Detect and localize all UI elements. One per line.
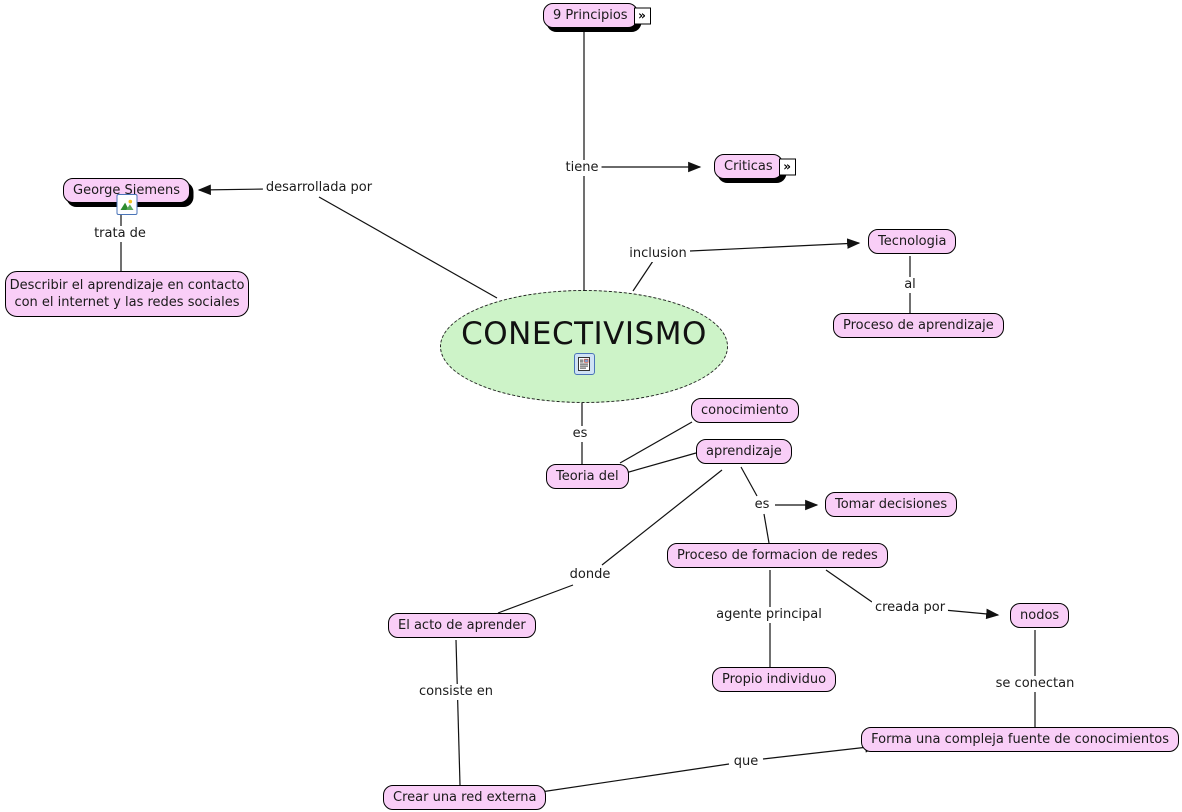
concept-label: Describir el aprendizaje en contacto con… xyxy=(9,278,245,310)
link-label-tiene[interactable]: tiene xyxy=(562,160,602,176)
expand-glyph: » xyxy=(638,8,646,22)
concept-label: El acto de aprender xyxy=(398,618,526,633)
concept-criticas[interactable]: Criticas » xyxy=(714,154,796,179)
link-label-agente-principal[interactable]: agente principal xyxy=(713,607,825,623)
link-label-consiste-en[interactable]: consiste en xyxy=(416,684,496,700)
link-label-es-teoria[interactable]: es xyxy=(569,426,591,442)
link-label-que[interactable]: que xyxy=(730,754,762,770)
document-resource-icon[interactable] xyxy=(573,353,595,375)
link-label-creada-por[interactable]: creada por xyxy=(871,600,949,616)
expand-glyph: » xyxy=(783,159,792,173)
link-label-es-aprendizaje[interactable]: es xyxy=(751,497,773,513)
concept-aprendizaje[interactable]: aprendizaje xyxy=(696,439,792,464)
concept-label: Crear una red externa xyxy=(393,790,537,805)
link-label-desarrollada-por[interactable]: desarrollada por xyxy=(262,180,376,196)
concept-teoria-del[interactable]: Teoria del xyxy=(546,464,629,489)
concept-label: 9 Principios xyxy=(553,8,628,23)
image-resource-icon[interactable] xyxy=(116,194,138,215)
document-glyph xyxy=(578,357,590,371)
concept-label: aprendizaje xyxy=(706,444,782,459)
concept-tecnologia[interactable]: Tecnologia xyxy=(868,229,957,254)
central-concept-label: CONECTIVISMO xyxy=(461,316,707,352)
concept-proceso-formacion-redes[interactable]: Proceso de formacion de redes xyxy=(667,543,888,568)
expand-arrows-icon[interactable]: » xyxy=(633,7,651,24)
concept-forma-fuente-conocimientos[interactable]: Forma una compleja fuente de conocimient… xyxy=(861,727,1179,752)
concept-nodos[interactable]: nodos xyxy=(1010,603,1070,628)
concept-tomar-decisiones[interactable]: Tomar decisiones xyxy=(825,492,958,517)
link-label-al[interactable]: al xyxy=(901,277,919,293)
link-label-inclusion[interactable]: inclusion xyxy=(626,246,690,262)
concept-label: Propio individuo xyxy=(722,672,827,687)
concept-label: Tomar decisiones xyxy=(835,497,948,512)
concept-describir-aprendizaje[interactable]: Describir el aprendizaje en contacto con… xyxy=(5,271,249,317)
concept-label: Proceso de formacion de redes xyxy=(677,548,878,563)
concept-crear-red-externa[interactable]: Crear una red externa xyxy=(383,785,547,810)
expand-arrows-icon[interactable]: » xyxy=(778,158,796,175)
concept-proceso-de-aprendizaje[interactable]: Proceso de aprendizaje xyxy=(833,313,1004,338)
concept-label: Criticas xyxy=(724,159,773,174)
concept-el-acto-de-aprender[interactable]: El acto de aprender xyxy=(388,613,536,638)
concept-label: conocimiento xyxy=(701,403,789,418)
concept-label: Proceso de aprendizaje xyxy=(843,318,994,333)
concept-propio-individuo[interactable]: Propio individuo xyxy=(712,667,837,692)
concept-label: nodos xyxy=(1020,608,1060,623)
concept-9-principios[interactable]: 9 Principios » xyxy=(543,3,651,28)
link-label-donde[interactable]: donde xyxy=(566,567,614,583)
concept-label: Teoria del xyxy=(556,469,619,484)
concept-label: Tecnologia xyxy=(878,234,947,249)
link-label-trata-de[interactable]: trata de xyxy=(91,226,149,242)
concept-george-siemens[interactable]: George Siemens xyxy=(63,178,191,215)
concept-conectivismo[interactable]: CONECTIVISMO xyxy=(440,290,728,403)
link-label-se-conectan[interactable]: se conectan xyxy=(992,676,1078,692)
concept-label: Forma una compleja fuente de conocimient… xyxy=(871,732,1169,747)
concept-conocimiento[interactable]: conocimiento xyxy=(691,398,799,423)
concept-label: George Siemens xyxy=(73,183,181,198)
landscape-glyph xyxy=(120,199,134,210)
